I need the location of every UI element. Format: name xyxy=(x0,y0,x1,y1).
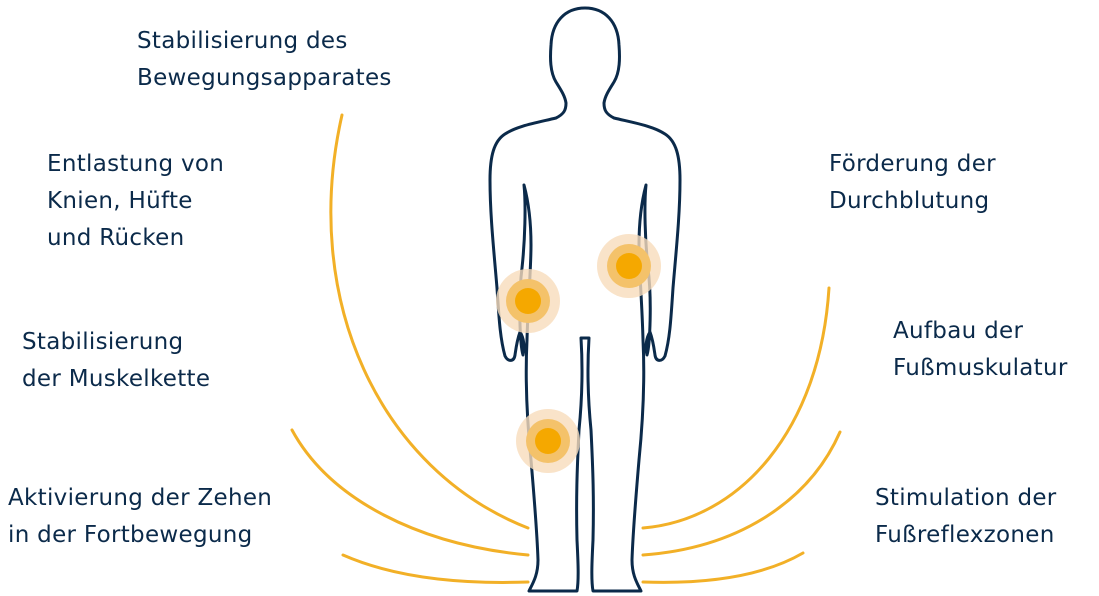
hotspot-left-knee xyxy=(516,409,580,473)
label-stabilisierung-bewegungsapparat: Stabilisierung des Bewegungsapparates xyxy=(137,23,392,97)
arc-right-mid xyxy=(643,432,840,555)
label-fussreflexzonen: Stimulation der Fußreflexzonen xyxy=(875,480,1057,554)
label-durchblutung: Förderung der Durchblutung xyxy=(829,146,996,220)
left-arcs xyxy=(292,115,528,582)
label-entlastung: Entlastung von Knien, Hüfte und Rücken xyxy=(47,146,224,257)
label-aktivierung-zehen: Aktivierung der Zehen in der Fortbewegun… xyxy=(8,480,272,554)
label-fussmuskulatur: Aufbau der Fußmuskulatur xyxy=(893,313,1068,387)
hotspot-right-hip xyxy=(597,234,661,298)
right-arcs xyxy=(643,288,840,582)
arc-left-mid xyxy=(292,430,528,555)
label-stabilisierung-muskelkette: Stabilisierung der Muskelkette xyxy=(22,324,210,398)
arc-right-small xyxy=(643,553,803,582)
arc-left-small xyxy=(343,555,528,582)
hotspot-left-hip xyxy=(496,269,560,333)
